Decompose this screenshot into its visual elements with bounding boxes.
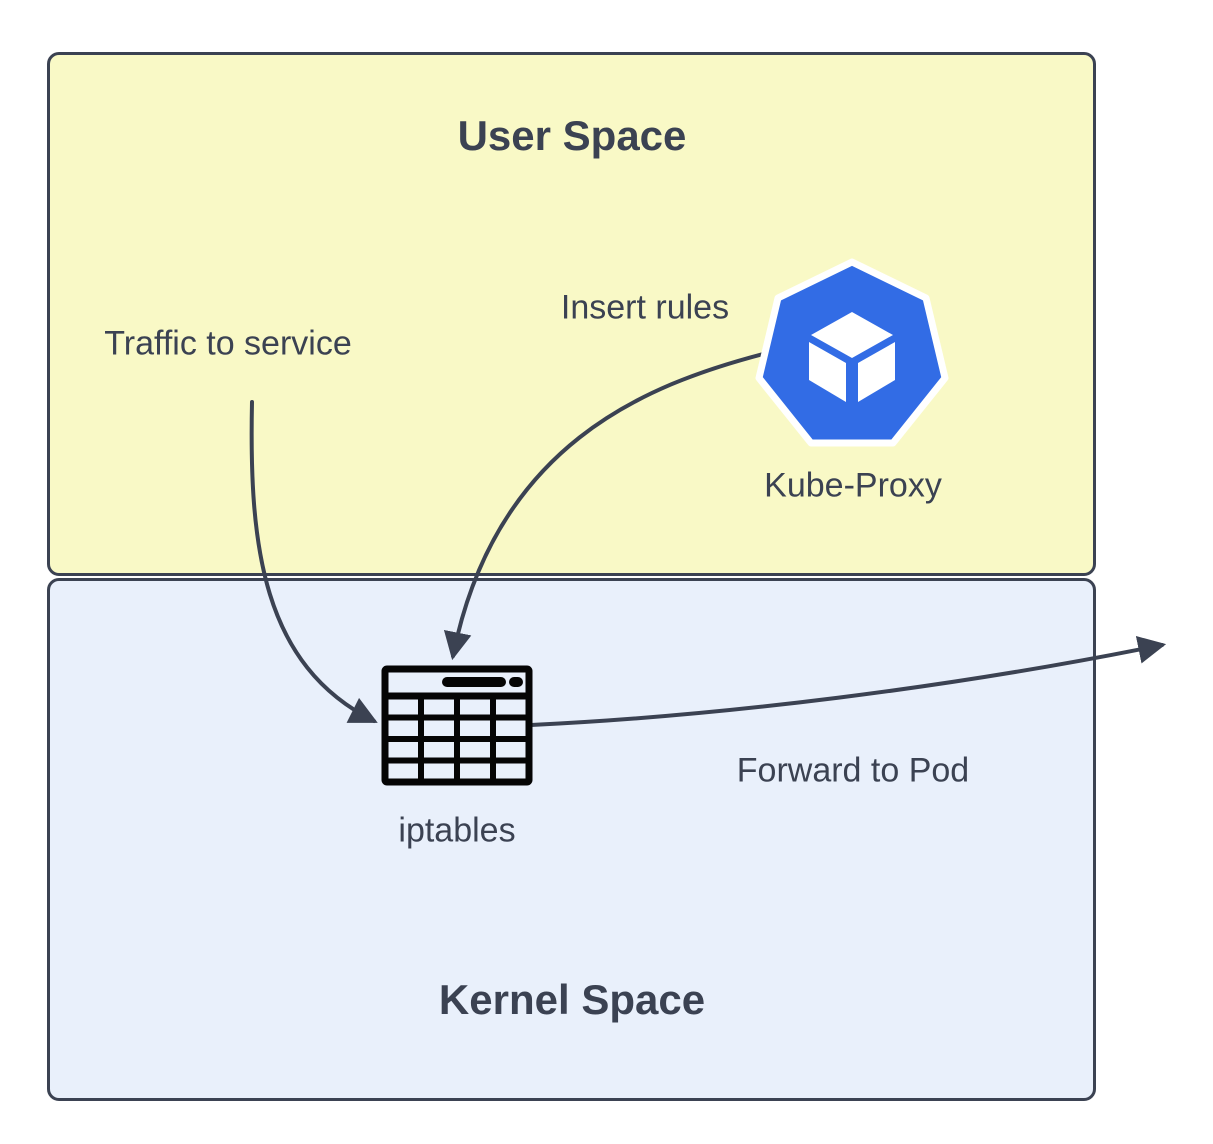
forward-to-pod-label: Forward to Pod: [736, 751, 970, 790]
traffic-to-service-label: Traffic to service: [104, 324, 352, 363]
forward-to-pod-arrow: [529, 636, 1167, 727]
traffic-to-iptables-arrow: [249, 400, 378, 723]
kube-proxy-label: Kube-Proxy: [764, 466, 942, 505]
iptables-label: iptables: [398, 811, 516, 850]
user-space-title: User Space: [457, 111, 687, 159]
kernel-space-box: [47, 578, 1096, 1101]
insert-rules-arrow: [443, 352, 765, 661]
kernel-space-title: Kernel Space: [438, 975, 706, 1023]
iptables-icon: [381, 665, 533, 786]
insert-rules-label: Insert rules: [560, 288, 730, 327]
kube-proxy-icon: [755, 258, 949, 447]
